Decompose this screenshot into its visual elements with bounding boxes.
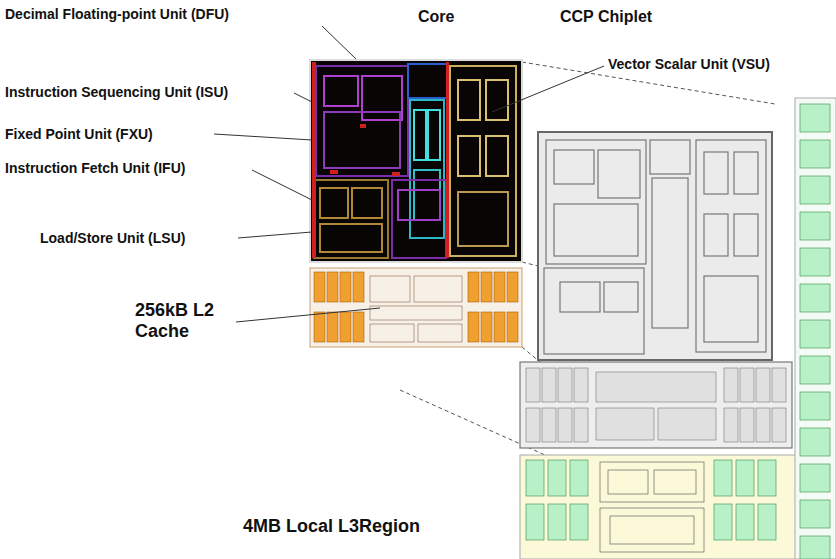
unit-callout: Instruction Sequencing Unit (ISU) bbox=[5, 84, 228, 100]
unit-callout: Decimal Floating-point Unit (DFU) bbox=[5, 6, 229, 22]
unit-callout: Vector Scalar Unit (VSU) bbox=[608, 56, 770, 72]
unit-callout: Load/Store Unit (LSU) bbox=[40, 230, 185, 246]
section-heading: Core bbox=[418, 8, 454, 26]
cache-callout: 256kB L2 Cache bbox=[135, 300, 227, 341]
unit-callout: Fixed Point Unit (FXU) bbox=[5, 126, 153, 142]
unit-callout: Instruction Fetch Unit (IFU) bbox=[5, 160, 185, 176]
section-heading: CCP Chiplet bbox=[560, 8, 652, 26]
cache-callout: 4MB Local L3Region bbox=[243, 516, 420, 537]
